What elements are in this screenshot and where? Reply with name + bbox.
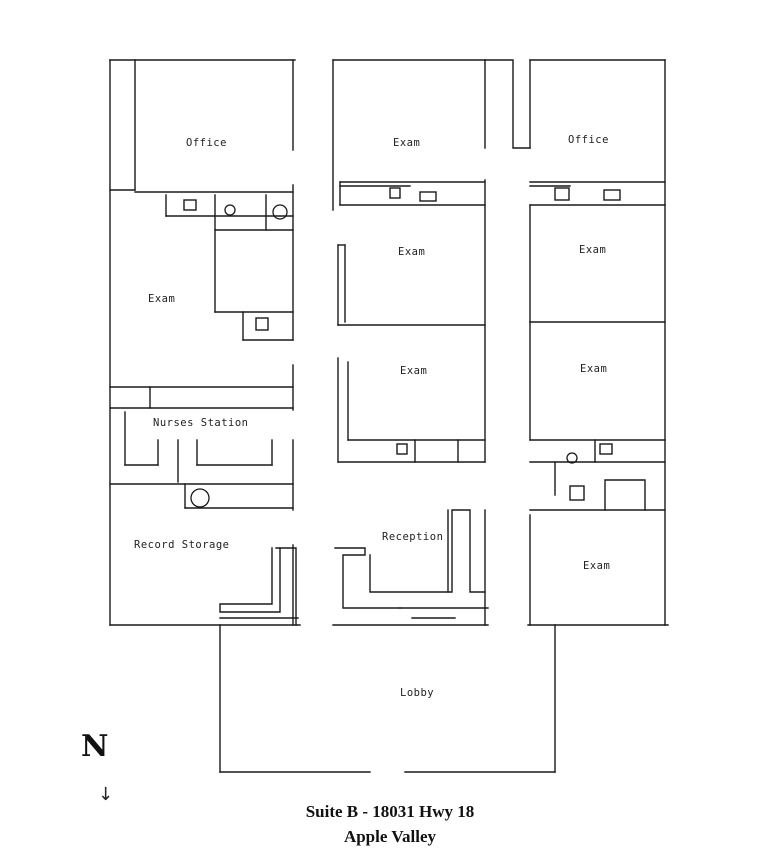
- city-line: Apple Valley: [343, 827, 437, 846]
- room-exam-east-3: Exam: [580, 363, 608, 375]
- address-line: Suite B - 18031 Hwy 18: [305, 802, 475, 821]
- north-indicator: N: [81, 729, 109, 764]
- room-exam-center-3: Exam: [400, 365, 428, 377]
- room-exam-se: Exam: [583, 560, 611, 572]
- west-wing-walls: [109, 59, 301, 626]
- room-office-nw: Office: [186, 137, 227, 149]
- center-wing-walls: [332, 59, 489, 626]
- room-nurses-station: Nurses Station: [153, 417, 249, 429]
- room-record-storage: Record Storage: [134, 539, 230, 551]
- room-lobby: Lobby: [400, 687, 435, 699]
- north-arrow-icon: ↓: [98, 784, 114, 805]
- room-exam-center-2: Exam: [398, 246, 426, 258]
- lobby-walls: [219, 624, 556, 773]
- room-office-ne: Office: [568, 134, 609, 146]
- room-exam-north-center: Exam: [393, 137, 421, 149]
- fixtures: [183, 187, 621, 508]
- east-wing-walls: [484, 59, 669, 626]
- room-reception: Reception: [382, 531, 444, 543]
- room-exam-west: Exam: [148, 293, 176, 305]
- room-exam-east-2: Exam: [579, 244, 607, 256]
